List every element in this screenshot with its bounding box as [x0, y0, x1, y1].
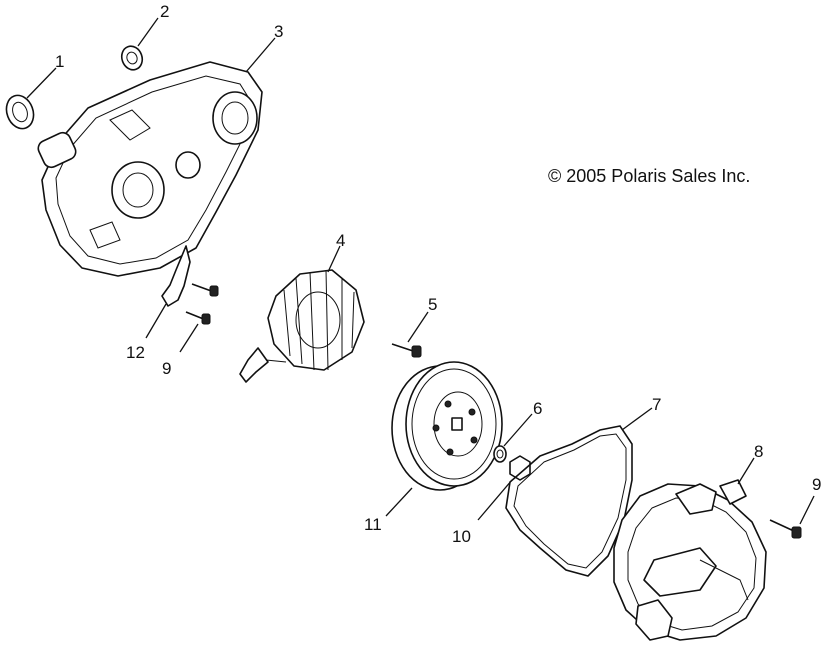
part-6-washer [493, 413, 533, 463]
part-1-seal [5, 67, 57, 130]
callout-12: 12 [126, 343, 145, 362]
part-8-stator-cover [613, 457, 767, 641]
part-7-gasket [505, 407, 653, 577]
copyright-notice: © 2005 Polaris Sales Inc. [548, 166, 751, 186]
callout-4: 4 [336, 231, 345, 250]
callout-3: 3 [274, 22, 283, 41]
part-4-stator [239, 245, 365, 383]
callout-11: 11 [364, 515, 382, 534]
part-2-seal [120, 17, 159, 71]
callout-8: 8 [754, 442, 763, 461]
callout-2: 2 [160, 2, 169, 21]
part-11-flywheel [385, 361, 503, 517]
callout-1: 1 [55, 52, 64, 71]
part-5-bolt [391, 311, 429, 358]
callout-5: 5 [428, 295, 437, 314]
callout-7: 7 [652, 395, 661, 414]
part-9-bolt-right [769, 495, 815, 539]
part-12-bracket [145, 245, 191, 339]
part-10-nut [477, 455, 531, 521]
callout-9-right: 9 [812, 475, 821, 494]
callout-10: 10 [452, 527, 471, 546]
callout-9-left: 9 [162, 359, 171, 378]
part-9-bolts-left [179, 283, 219, 353]
callout-6: 6 [533, 399, 542, 418]
part-3-crankcase-cover [37, 37, 276, 277]
